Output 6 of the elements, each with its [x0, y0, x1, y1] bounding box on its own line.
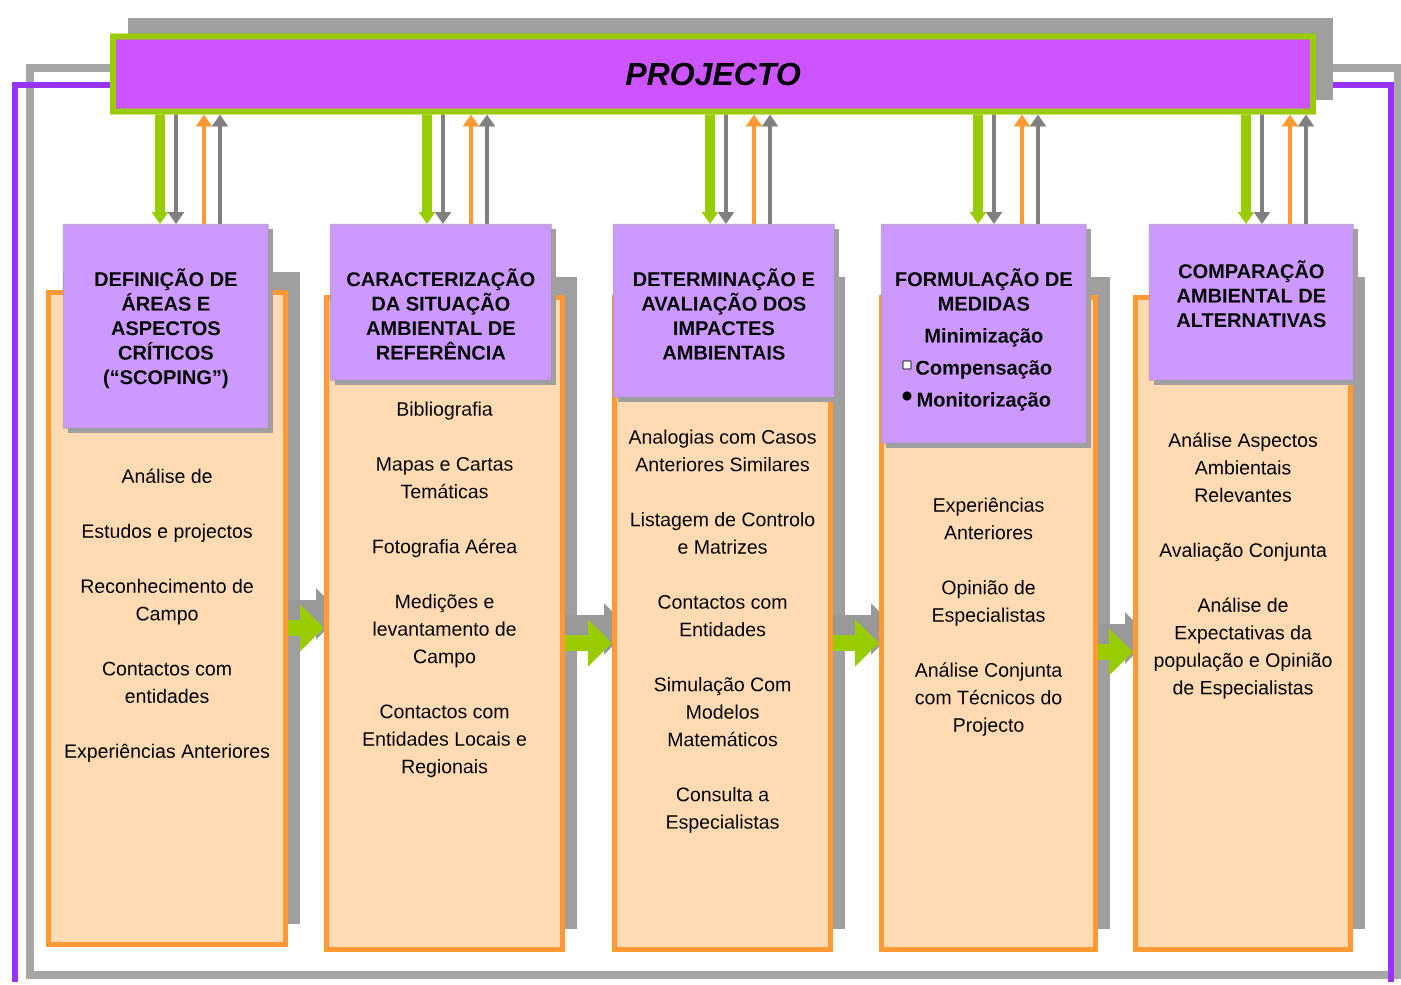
header-box: DEFINIÇÃO DE ÁREAS E ASPECTOS CRÍTICOS (“SCOPING”) — [63, 224, 269, 429]
header-box: FORMULAÇÃO DE MEDIDAS Minimização Compensação Monitorização — [881, 224, 1087, 444]
header-box: DETERMINAÇÃO E AVALIAÇÃO DOS IMPACTES AMBIENTAIS — [613, 224, 835, 398]
header-box: CARACTERIZAÇÃO DA SITUAÇÃO AMBIENTAL DE REFERÊNCIA — [330, 224, 552, 381]
banner: PROJECTO — [110, 33, 1316, 115]
header-box: COMPARAÇÃO AMBIENTAL DE ALTERNATIVAS — [1149, 224, 1354, 381]
